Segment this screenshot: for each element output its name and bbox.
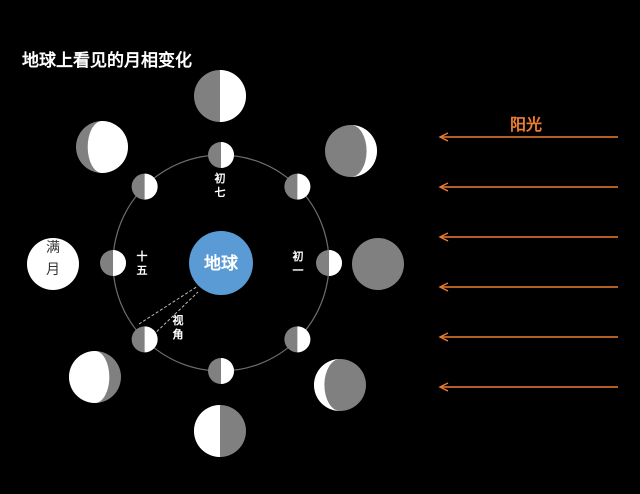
label-day-7: 初七	[214, 172, 226, 199]
sunlight-arrow	[438, 232, 618, 242]
phase-waxing-crescent	[325, 125, 377, 177]
observed-phases	[27, 70, 404, 457]
orbit-moon	[131, 173, 158, 200]
phase-waning-gibbous	[69, 351, 121, 403]
orbit-moon	[284, 326, 311, 353]
sunlight-arrow	[438, 132, 618, 142]
phase-last-quarter	[194, 405, 246, 457]
label-day-15: 十五	[136, 250, 148, 277]
sunlight-arrow	[438, 382, 618, 392]
sunlight-arrow	[438, 182, 618, 192]
full-moon-label: 满月	[46, 240, 60, 278]
sunlight-label: 阳光	[510, 115, 543, 134]
orbit-moon	[100, 250, 126, 276]
phase-first-quarter	[194, 70, 246, 122]
orbit-moon	[284, 173, 311, 200]
orbit-moon	[208, 358, 234, 384]
phase-waxing-gibbous	[76, 121, 128, 173]
phase-waning-crescent	[314, 359, 366, 411]
orbit-moon	[208, 142, 234, 168]
orbit-moons	[100, 142, 342, 384]
phase-new-moon	[352, 238, 404, 290]
sunlight-arrow	[438, 332, 618, 342]
earth-label: 地球	[204, 254, 238, 274]
phase-full-moon	[27, 238, 79, 290]
orbit-moon	[131, 326, 158, 353]
sunlight-arrows	[438, 132, 618, 392]
orbit-moon	[316, 250, 342, 276]
earth	[189, 231, 253, 295]
label-day-1: 初一	[292, 250, 304, 277]
diagram-title: 地球上看见的月相变化	[22, 51, 192, 71]
sunlight-arrow	[438, 282, 618, 292]
label-view-angle: 视角	[172, 314, 184, 341]
